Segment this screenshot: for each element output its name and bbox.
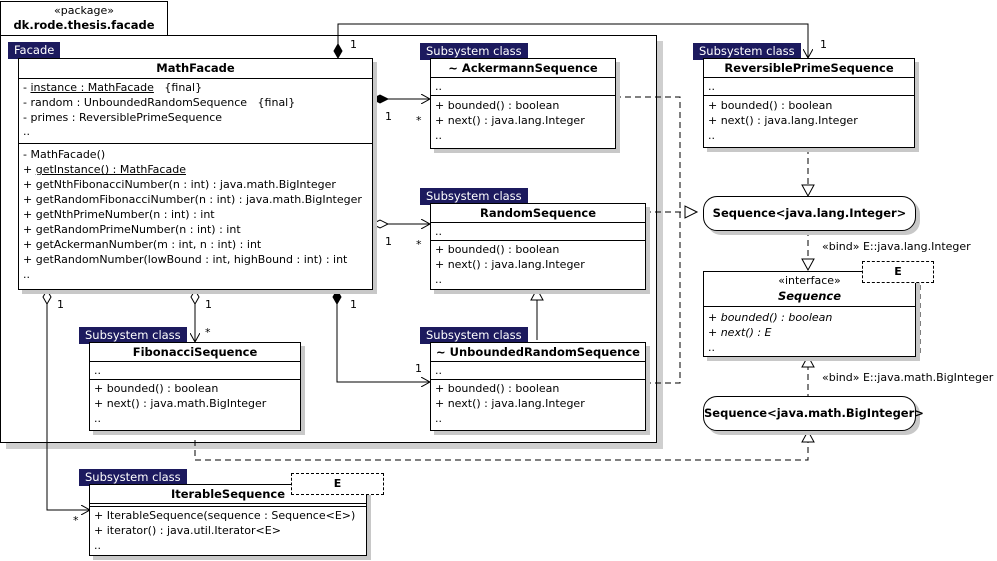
operation-nth-prime: + getNthPrimeNumber(n : int) : int	[23, 208, 215, 221]
operation-bounded: + bounded() : boolean	[708, 99, 833, 112]
sequence-type-parameter: E	[862, 261, 934, 283]
operation-ellipsis: ..	[435, 129, 442, 142]
reversible-tag: Subsystem class	[693, 43, 801, 60]
attribute-ellipsis: ..	[435, 364, 442, 377]
operation-ellipsis: ..	[94, 539, 101, 552]
operation-bounded: + bounded() : boolean	[435, 99, 560, 112]
sequence-interface: «interface» Sequence + bounded() : boole…	[703, 271, 916, 357]
interface-stereotype: «interface»	[778, 274, 841, 287]
package-stereotype: «package»	[54, 4, 114, 17]
mult-unb-top: 1	[350, 298, 357, 311]
attribute-ellipsis: ..	[708, 80, 715, 93]
operation-bounded: + bounded() : boolean	[435, 382, 560, 395]
attribute-ellipsis: ..	[435, 80, 442, 93]
mult-ack-star: *	[416, 114, 422, 127]
bind-biginteger-label: «bind» E::java.math.BigInteger	[822, 371, 994, 384]
operation-ellipsis: ..	[435, 412, 442, 425]
attribute-ellipsis: ..	[435, 225, 442, 238]
operation-next: + next() : java.lang.Integer	[708, 114, 858, 127]
attribute-random: - random : UnboundedRandomSequence {fina…	[23, 96, 296, 109]
operation-next: + next() : E	[708, 326, 772, 339]
class-name: FibonacciSequence	[132, 345, 258, 359]
operation-constructor: - MathFacade()	[23, 148, 106, 161]
attribute-ellipsis: ..	[23, 125, 30, 138]
mult-fib-1: 1	[205, 298, 212, 311]
operation-getinstance: + getInstance() : MathFacade	[23, 163, 186, 176]
operation-random-fibonacci: + getRandomFibonacciNumber(n : int) : ja…	[23, 193, 362, 206]
operation-bounded: + bounded() : boolean	[94, 382, 219, 395]
sequence-biginteger-binding: Sequence<java.math.BigInteger>	[703, 396, 924, 431]
class-name: RandomSequence	[479, 206, 597, 220]
class-name: MathFacade	[156, 61, 235, 75]
package-name: dk.rode.thesis.facade	[13, 18, 155, 32]
bind-integer-label: «bind» E::java.lang.Integer	[822, 240, 971, 253]
operation-ellipsis: ..	[708, 341, 715, 354]
operation-iterator: + iterator() : java.util.Iterator<E>	[94, 524, 281, 537]
mult-iter-star: *	[73, 514, 79, 527]
unbounded-tag: Subsystem class	[420, 327, 528, 344]
class-name: ReversiblePrimeSequence	[724, 61, 894, 75]
fibonacci-tag: Subsystem class	[79, 327, 187, 344]
iterable-tag: Subsystem class	[79, 469, 187, 486]
mult-unb-bot: 1	[415, 362, 422, 375]
mult-pkg-top: 1	[350, 38, 357, 51]
ackermann-class: ~ AckermannSequence .. + bounded() : boo…	[430, 58, 616, 149]
operation-next: + next() : java.lang.Integer	[435, 258, 585, 271]
random-sequence-tag: Subsystem class	[420, 188, 528, 205]
reversible-prime-sequence-class: ReversiblePrimeSequence .. + bounded() :…	[703, 58, 915, 148]
mult-ack-1: 1	[385, 110, 392, 123]
operation-ellipsis: ..	[94, 412, 101, 425]
operation-ellipsis: ..	[435, 273, 442, 286]
sequence-integer-binding: Sequence<java.lang.Integer>	[703, 196, 916, 231]
facade-tag: Facade	[8, 42, 61, 59]
interface-name: Sequence	[777, 289, 842, 303]
attribute-ellipsis: ..	[94, 364, 101, 377]
ackermann-tag: Subsystem class	[420, 43, 528, 60]
class-name: IterableSequence	[170, 487, 286, 501]
class-name: ~ UnboundedRandomSequence	[436, 345, 640, 359]
operation-next: + next() : java.lang.Integer	[435, 114, 585, 127]
operation-ellipsis: ..	[23, 268, 30, 281]
operation-random-number: + getRandomNumber(lowBound : int, highBo…	[23, 253, 348, 266]
mult-rev-top: 1	[820, 38, 827, 51]
random-sequence-class: RandomSequence .. + bounded() : boolean …	[430, 203, 646, 290]
attribute-primes: - primes : ReversiblePrimeSequence	[23, 111, 223, 124]
operation-next: + next() : java.math.BigInteger	[94, 397, 267, 410]
mathfacade-class: MathFacade - instance : MathFacade {fina…	[18, 58, 373, 290]
attribute-instance: - instance : MathFacade {final}	[23, 81, 203, 94]
operation-constructor: + IterableSequence(sequence : Sequence<E…	[94, 509, 356, 522]
operation-nth-fibonacci: + getNthFibonacciNumber(n : int) : java.…	[23, 178, 336, 191]
fibonacci-sequence-class: FibonacciSequence .. + bounded() : boole…	[89, 342, 301, 431]
operation-bounded: + bounded() : boolean	[435, 243, 560, 256]
iterable-sequence-class: IterableSequence + IterableSequence(sequ…	[89, 484, 367, 556]
mult-rnd-1: 1	[385, 235, 392, 248]
package-tab: «package» dk.rode.thesis.facade	[0, 1, 168, 36]
operation-next: + next() : java.lang.Integer	[435, 397, 585, 410]
mult-fib-star: *	[205, 326, 211, 339]
class-name: ~ AckermannSequence	[448, 61, 598, 75]
iterable-type-parameter: E	[291, 473, 384, 495]
mult-rnd-star: *	[416, 238, 422, 251]
operation-random-prime: + getRandomPrimeNumber(n : int) : int	[23, 223, 241, 236]
unbounded-random-sequence-class: ~ UnboundedRandomSequence .. + bounded()…	[430, 342, 646, 431]
operation-ackerman: + getAckermanNumber(m : int, n : int) : …	[23, 238, 262, 251]
operation-ellipsis: ..	[708, 129, 715, 142]
mult-iter-1: 1	[57, 298, 64, 311]
operation-bounded: + bounded() : boolean	[708, 311, 833, 324]
